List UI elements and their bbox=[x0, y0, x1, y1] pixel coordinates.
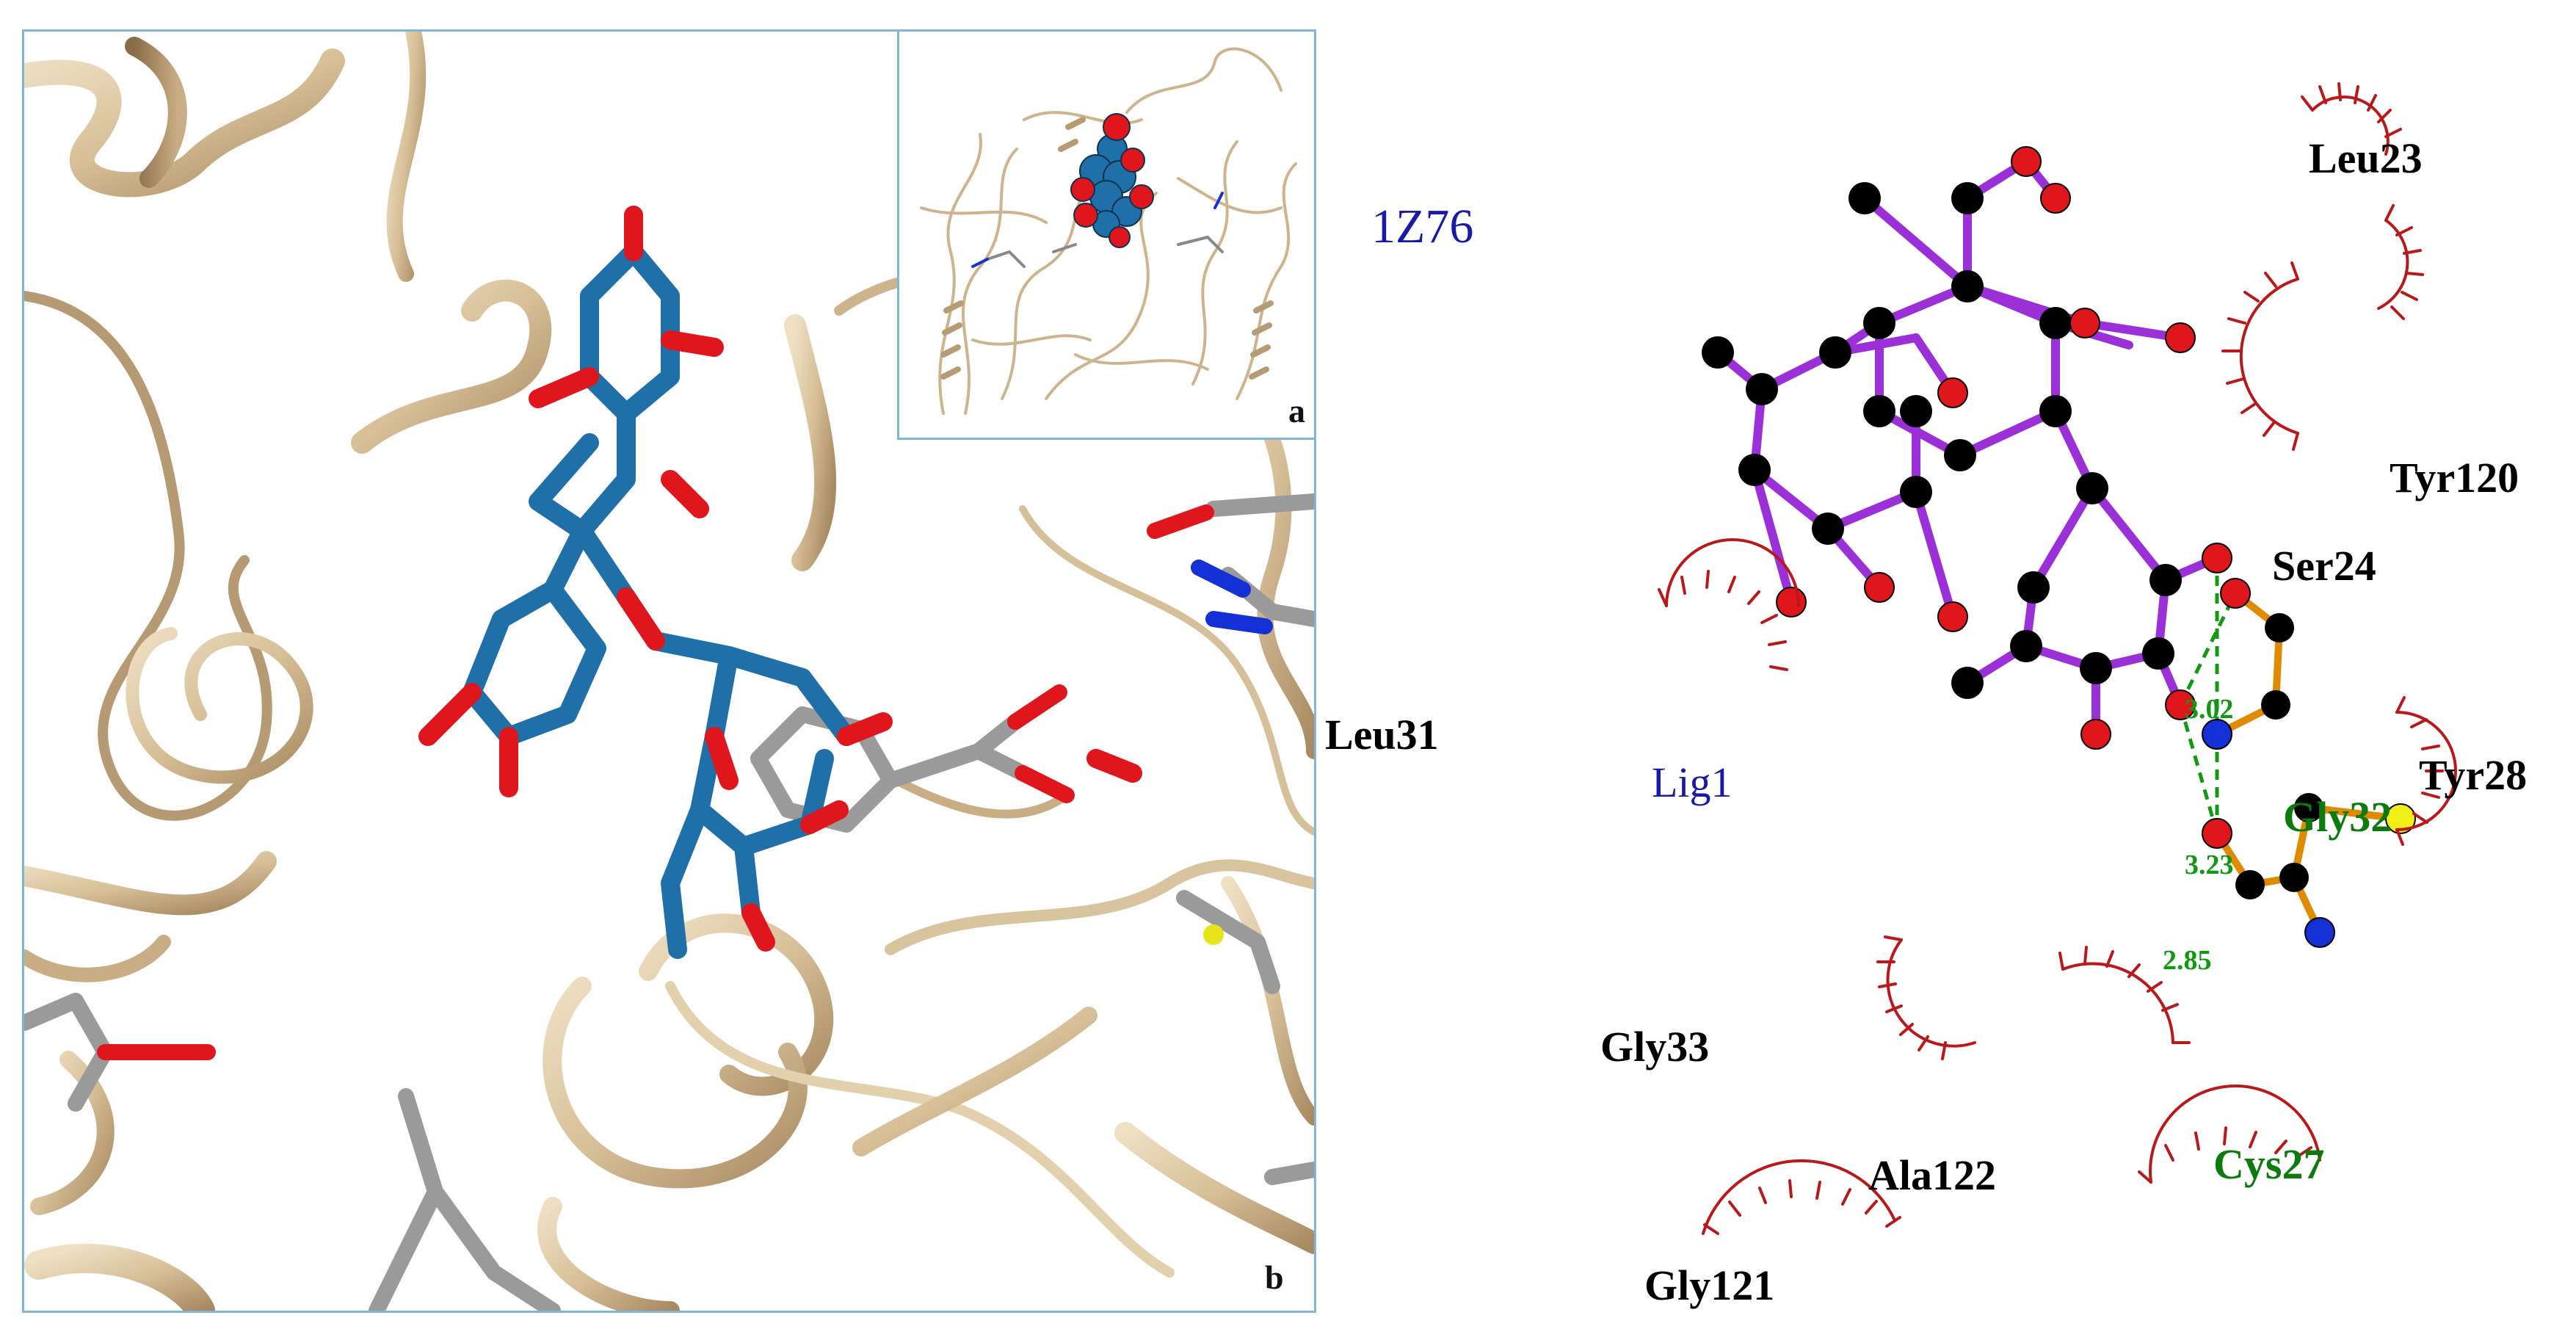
hbond-distance-a: 3.02 bbox=[2185, 694, 2234, 725]
residue-tyr28-label: Tyr28 bbox=[2419, 751, 2527, 799]
ligplot-2d-interaction-diagram: 1Z76 Lig1 3.02 3.02 3.02 3.23 2.85 Gly32… bbox=[1321, 0, 2576, 1325]
residue-gly32-label: Gly32 bbox=[2283, 793, 2392, 841]
panel-label-b: b bbox=[1265, 1259, 1284, 1296]
overview-ligand-spheres bbox=[1070, 113, 1154, 248]
residue-leu31-label: Leu31 bbox=[1325, 711, 1439, 758]
hbond-distance-b: 3.23 bbox=[2185, 850, 2234, 880]
ligand-carbon-atoms bbox=[1702, 182, 2182, 699]
pdb-id-label: 1Z76 bbox=[1371, 200, 1473, 253]
ligand-oxygen-atoms bbox=[1776, 146, 2232, 750]
residue-atoms bbox=[2202, 578, 2416, 948]
overview-helix-markers bbox=[940, 117, 1274, 380]
panel-label-a: a bbox=[1288, 392, 1305, 430]
protein-overview-render bbox=[920, 47, 1297, 415]
panel-a-protein-overview-inset: a bbox=[897, 29, 1316, 440]
residue-gly33-label: Gly33 bbox=[1600, 1023, 1709, 1071]
protein-side-chains bbox=[24, 493, 1314, 1311]
hbond-distance-c: 2.85 bbox=[2163, 945, 2212, 976]
residue-leu23-label: Leu23 bbox=[2309, 134, 2423, 182]
ligand-name-label: Lig1 bbox=[1652, 758, 1733, 806]
residue-gly121-label: Gly121 bbox=[1644, 1261, 1774, 1309]
residue-ser24-label: Ser24 bbox=[2272, 542, 2376, 590]
residue-ala122-label: Ala122 bbox=[1868, 1151, 1996, 1199]
residue-cys27-label: Cys27 bbox=[2213, 1140, 2324, 1188]
residue-tyr120-label: Tyr120 bbox=[2390, 454, 2519, 501]
ligand-sticks bbox=[418, 206, 1142, 959]
hydrogen-bonds bbox=[2178, 558, 2238, 834]
overview-side-chains bbox=[971, 192, 1224, 268]
hydrophobic-arcs bbox=[1658, 82, 2457, 1235]
ligplot-canvas: 1Z76 Lig1 3.02 3.02 3.02 3.23 2.85 Gly32… bbox=[1325, 82, 2527, 1309]
